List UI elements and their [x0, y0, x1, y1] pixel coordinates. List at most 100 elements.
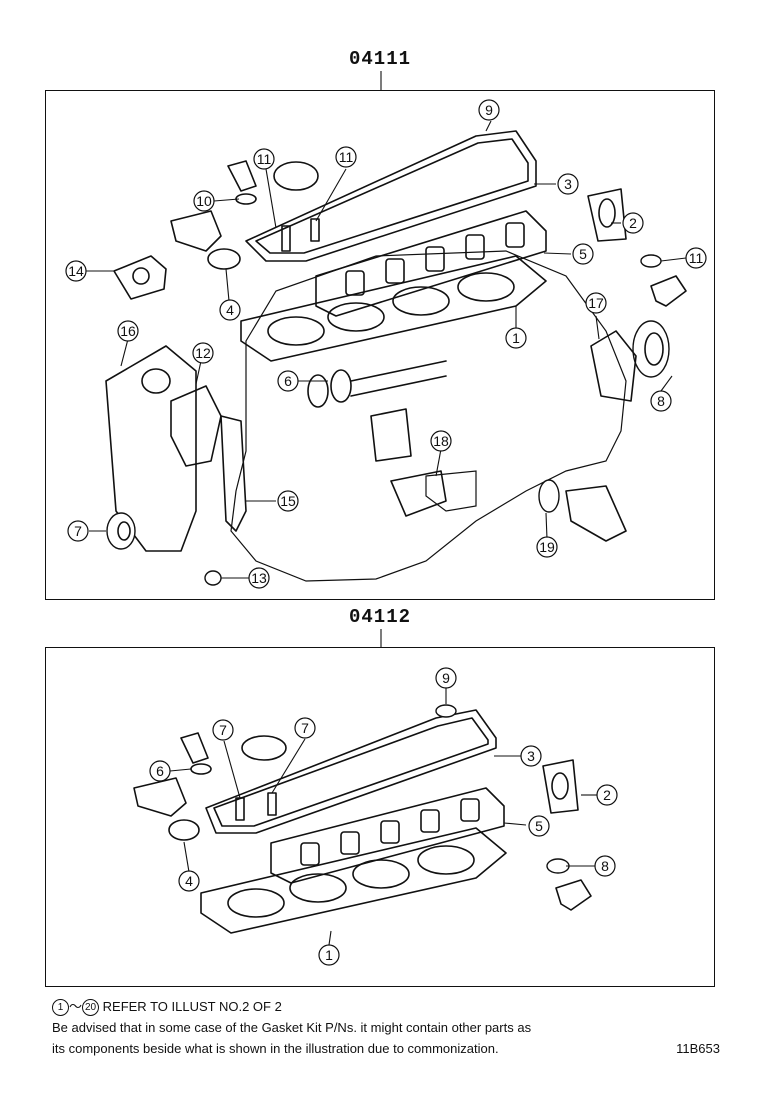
- callout-7b: 7: [294, 717, 316, 739]
- svg-text:5: 5: [535, 818, 543, 834]
- svg-text:3: 3: [527, 748, 535, 764]
- kit-title-leader-top: [380, 71, 382, 91]
- notice-line-1: Be advised that in some case of the Gask…: [52, 1020, 532, 1035]
- manifold-port: [425, 246, 445, 272]
- svg-text:9: 9: [485, 102, 493, 118]
- oil-filler-cap: [241, 735, 287, 761]
- callout-13: 12: [192, 342, 214, 364]
- svg-text:8: 8: [657, 393, 665, 409]
- exhaust-pipe-flange: [330, 369, 352, 403]
- callout-8: 8: [650, 390, 672, 412]
- callout-20: 19: [536, 536, 558, 558]
- grommet: [435, 704, 457, 718]
- range-end-symbol: 20: [82, 999, 100, 1017]
- oil-strainer-body: [370, 408, 412, 462]
- thermostat-housing: [227, 160, 257, 192]
- svg-text:2: 2: [629, 215, 637, 231]
- manifold-gasket: [315, 210, 547, 317]
- svg-text:8: 8: [601, 858, 609, 874]
- callout-18: 17: [585, 292, 607, 314]
- distributor-bracket: [650, 275, 687, 307]
- callout-3: 3: [520, 745, 542, 767]
- kit-title-top: 04111: [349, 48, 412, 70]
- cylinder-bore: [392, 286, 450, 316]
- timing-chain-cover-gasket: [170, 385, 222, 467]
- callout-3: 3: [557, 173, 579, 195]
- plug-tube-seal: [267, 792, 277, 816]
- illustration-code: 11B653: [676, 1041, 720, 1056]
- svg-text:3: 3: [564, 176, 572, 192]
- front-cover-gasket: [220, 415, 247, 532]
- cylinder-head-gasket: [240, 255, 547, 362]
- callout-6: 6: [277, 370, 299, 392]
- oil-filler-cap: [273, 161, 319, 191]
- callout-6: 6: [149, 760, 171, 782]
- callout-1: 1: [505, 327, 527, 349]
- thermostat-housing: [180, 732, 209, 764]
- callout-7a: 7: [212, 719, 234, 741]
- callout-1: 1: [318, 944, 340, 966]
- callout-17: 16: [117, 320, 139, 342]
- callout-4: 4: [219, 299, 241, 321]
- svg-text:10: 10: [196, 193, 212, 209]
- manifold-port: [380, 820, 400, 844]
- svg-text:7: 7: [74, 523, 82, 539]
- svg-text:4: 4: [226, 302, 234, 318]
- manifold-port: [460, 798, 480, 822]
- callout-2: 2: [622, 212, 644, 234]
- oil-pump-outline: [425, 470, 477, 512]
- svg-text:15: 15: [280, 493, 296, 509]
- cylinder-bore: [327, 302, 385, 332]
- svg-text:1: 1: [325, 947, 333, 963]
- exploded-view-bottom: 9 3 2 5 8 1 4 6 7 7: [133, 667, 618, 966]
- svg-text:12: 12: [195, 345, 211, 361]
- cylinder-bore: [227, 888, 285, 918]
- svg-text:17: 17: [588, 295, 604, 311]
- manifold-port: [345, 270, 365, 296]
- kit-title-bottom: 04112: [349, 606, 412, 628]
- manifold-port: [505, 222, 525, 248]
- plug-tube-seal: [235, 797, 245, 821]
- rear-oil-seal: [632, 320, 670, 378]
- water-outlet-gasket: [207, 248, 241, 270]
- diagram-panel-bottom: 9 3 2 5 8 1 4 6 7 7: [45, 647, 715, 987]
- exploded-view-top: 9 3 2 5 1 11 8 17 4 6 11 11 10 14 12 16 …: [65, 99, 707, 589]
- cylinder-bore: [267, 316, 325, 346]
- leaders-top: [86, 120, 687, 579]
- rear-plate-hole: [551, 772, 569, 800]
- svg-text:11: 11: [689, 250, 704, 266]
- callout-10: 10: [193, 190, 215, 212]
- svg-text:4: 4: [185, 873, 193, 889]
- callout-16: 15: [277, 490, 299, 512]
- range-start-symbol: 1: [52, 999, 69, 1017]
- cylinder-head-gasket: [200, 827, 507, 934]
- manifold-port: [300, 842, 320, 866]
- svg-text:13: 13: [251, 570, 267, 586]
- diagram-panel-top: 9 3 2 5 1 11 8 17 4 6 11 11 10 14 12 16 …: [45, 90, 715, 600]
- svg-text:14: 14: [68, 263, 84, 279]
- head-cover-gasket-inner: [255, 138, 529, 254]
- manifold-port: [340, 831, 360, 855]
- svg-text:6: 6: [156, 763, 164, 779]
- callout-19: 18: [430, 430, 452, 452]
- leaders-bottom: [169, 688, 597, 946]
- callout-9: 9: [478, 99, 500, 121]
- exhaust-pipe-gasket: [307, 374, 329, 408]
- svg-text:5: 5: [579, 246, 587, 262]
- callout-14: 13: [248, 567, 270, 589]
- callout-5: 5: [572, 243, 594, 265]
- svg-text:11: 11: [257, 151, 272, 167]
- distributor-bracket: [555, 879, 592, 911]
- oil-strainer-gasket: [390, 470, 447, 517]
- svg-text:1: 1: [512, 330, 520, 346]
- rear-plate-gasket: [587, 188, 627, 242]
- rear-plate-gasket: [542, 759, 579, 814]
- svg-text:6: 6: [284, 373, 292, 389]
- cylinder-bore: [289, 873, 347, 903]
- notice-line-2: its components beside what is shown in t…: [52, 1041, 499, 1056]
- crankshaft-front-seal: [106, 512, 136, 550]
- plug-tube-seal: [281, 225, 291, 252]
- kit-title-leader-bottom: [380, 629, 382, 647]
- small-oring: [204, 570, 222, 586]
- svg-text:19: 19: [539, 539, 555, 555]
